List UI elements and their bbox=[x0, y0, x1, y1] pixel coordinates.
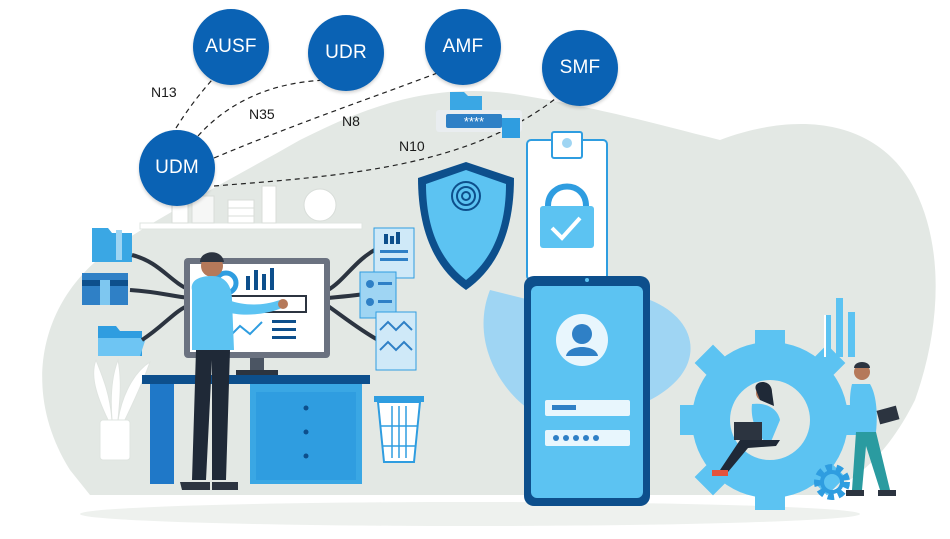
node-udr: UDR bbox=[308, 15, 384, 91]
open-folder-icon bbox=[98, 326, 146, 356]
login-card: **** bbox=[436, 92, 522, 138]
folder-icon bbox=[92, 228, 132, 262]
link-n8 bbox=[213, 71, 441, 159]
node-ausf: AUSF bbox=[193, 9, 269, 85]
floor-shadow bbox=[80, 502, 860, 526]
security-badge bbox=[526, 131, 608, 281]
label-n8: N8 bbox=[342, 113, 360, 129]
small-gear bbox=[814, 464, 850, 500]
potted-plant bbox=[93, 358, 151, 461]
document-stack bbox=[359, 227, 417, 371]
label-n35: N35 bbox=[249, 106, 275, 122]
fingerprint-shield bbox=[418, 162, 514, 290]
password-mask-text: **** bbox=[464, 114, 484, 129]
label-n13: N13 bbox=[151, 84, 177, 100]
woman-with-laptop bbox=[712, 382, 780, 476]
man-at-monitor bbox=[180, 252, 288, 490]
wall-shelf bbox=[139, 185, 363, 230]
office-desk bbox=[142, 375, 370, 484]
node-amf: AMF bbox=[425, 9, 501, 85]
smartphone bbox=[483, 276, 691, 506]
node-smf: SMF bbox=[542, 30, 618, 106]
label-n10: N10 bbox=[399, 138, 425, 154]
link-n35 bbox=[197, 79, 335, 137]
man-with-laptop bbox=[846, 362, 900, 496]
node-udm: UDM bbox=[139, 130, 215, 206]
trash-bin bbox=[374, 396, 424, 463]
bar-chart-icon bbox=[824, 298, 855, 357]
archive-box-icon bbox=[82, 273, 128, 305]
